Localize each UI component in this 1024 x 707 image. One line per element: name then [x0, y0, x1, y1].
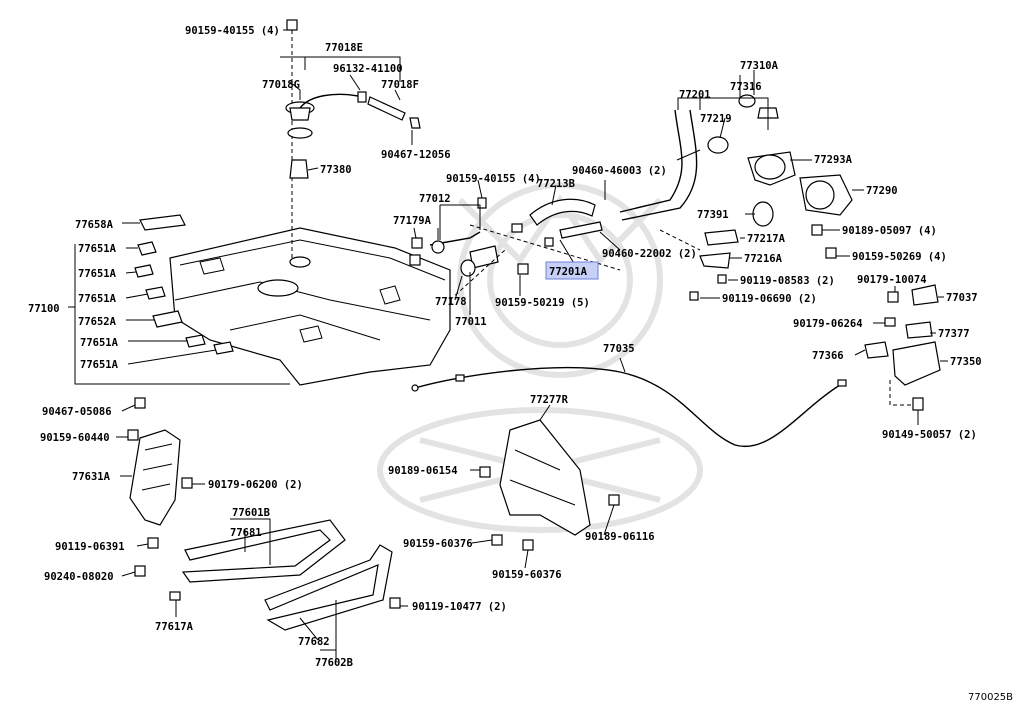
label-90119-10477[interactable]: 90119-10477 (2): [412, 601, 507, 613]
protector-77631A[interactable]: [127, 397, 193, 601]
label-90467-12056[interactable]: 90467-12056: [381, 149, 451, 161]
label-77216A[interactable]: 77216A: [744, 253, 783, 265]
label-77201A[interactable]: 77201A: [549, 266, 588, 278]
part-labels: 90159-40155 (4) 77018E 96132-41100 77018…: [28, 25, 1013, 703]
diagram-reference-id: 770025B: [968, 692, 1013, 703]
label-90149-50057[interactable]: 90149-50057 (2): [882, 429, 977, 441]
fuel-inlet-hose-77213B[interactable]: [529, 198, 596, 226]
label-77201[interactable]: 77201: [679, 89, 711, 101]
opener-cable-77035[interactable]: [411, 366, 847, 448]
filler-neck-77290[interactable]: [747, 151, 853, 259]
label-77681[interactable]: 77681: [230, 527, 262, 539]
label-77631A[interactable]: 77631A: [72, 471, 111, 483]
label-90159-50269[interactable]: 90159-50269 (4): [852, 251, 947, 263]
label-77310A[interactable]: 77310A: [740, 60, 779, 72]
label-77011[interactable]: 77011: [455, 316, 487, 328]
label-90189-06116[interactable]: 90189-06116: [585, 531, 655, 543]
tank-pads[interactable]: [134, 214, 234, 355]
label-90189-05097[interactable]: 90189-05097 (4): [842, 225, 937, 237]
label-90159-60440[interactable]: 90159-60440: [40, 432, 110, 444]
label-77602B[interactable]: 77602B: [315, 657, 353, 669]
label-90119-06391[interactable]: 90119-06391: [55, 541, 125, 553]
label-77682[interactable]: 77682: [298, 636, 330, 648]
label-90179-06200[interactable]: 90179-06200 (2): [208, 479, 303, 491]
label-77018E[interactable]: 77018E: [325, 42, 363, 54]
label-90460-46003[interactable]: 90460-46003 (2): [572, 165, 667, 177]
label-77037[interactable]: 77037: [946, 292, 978, 304]
label-77601B[interactable]: 77601B: [232, 507, 270, 519]
label-77391[interactable]: 77391: [697, 209, 729, 221]
brackets-77216A[interactable]: [659, 229, 739, 301]
tank-band-77602B[interactable]: [264, 544, 401, 631]
label-77178[interactable]: 77178: [435, 296, 467, 308]
label-77377[interactable]: 77377: [938, 328, 970, 340]
label-77277R[interactable]: 77277R: [530, 394, 569, 406]
label-77380[interactable]: 77380: [320, 164, 352, 176]
label-77100[interactable]: 77100: [28, 303, 60, 315]
label-77651A-4[interactable]: 77651A: [80, 337, 119, 349]
label-77316[interactable]: 77316: [730, 81, 762, 93]
label-77035[interactable]: 77035: [603, 343, 635, 355]
label-77658A[interactable]: 77658A: [75, 219, 114, 231]
label-77617A[interactable]: 77617A: [155, 621, 194, 633]
label-77350[interactable]: 77350: [950, 356, 982, 368]
label-90159-40155-a[interactable]: 90159-40155 (4): [185, 25, 280, 37]
label-77179A[interactable]: 77179A: [393, 215, 432, 227]
label-77219[interactable]: 77219: [700, 113, 732, 125]
label-90159-60376-a[interactable]: 90159-60376: [403, 538, 473, 550]
label-77651A-5[interactable]: 77651A: [80, 359, 119, 371]
label-77651A-3[interactable]: 77651A: [78, 293, 117, 305]
label-77217A[interactable]: 77217A: [747, 233, 786, 245]
fuel-pump-assembly[interactable]: [285, 19, 421, 260]
label-77651A-1[interactable]: 77651A: [78, 243, 117, 255]
label-77290[interactable]: 77290: [866, 185, 898, 197]
label-77213B[interactable]: 77213B: [537, 178, 575, 190]
label-90467-05086[interactable]: 90467-05086: [42, 406, 112, 418]
tank-band-77601B[interactable]: [181, 519, 346, 583]
label-90159-60376-b[interactable]: 90159-60376: [492, 569, 562, 581]
leader-lines: [68, 29, 948, 662]
label-77652A[interactable]: 77652A: [78, 316, 117, 328]
label-77018F[interactable]: 77018F: [381, 79, 419, 91]
fuel-tank-77100[interactable]: [169, 227, 451, 386]
breather-hose-77201A[interactable]: [559, 221, 603, 239]
label-77293A[interactable]: 77293A: [814, 154, 853, 166]
protector-77277R[interactable]: [479, 419, 620, 551]
label-90179-10074[interactable]: 90179-10074: [857, 274, 927, 286]
label-77012[interactable]: 77012: [419, 193, 451, 205]
label-77366[interactable]: 77366: [812, 350, 844, 362]
label-90119-08583[interactable]: 90119-08583 (2): [740, 275, 835, 287]
label-77651A-2[interactable]: 77651A: [78, 268, 117, 280]
label-90159-50219[interactable]: 90159-50219 (5): [495, 297, 590, 309]
label-90189-06154[interactable]: 90189-06154: [388, 465, 458, 477]
highlight-box-77201A: [545, 261, 599, 280]
label-90119-06690[interactable]: 90119-06690 (2): [722, 293, 817, 305]
label-90460-22002[interactable]: 90460-22002 (2): [602, 248, 697, 260]
label-90240-08020[interactable]: 90240-08020: [44, 571, 114, 583]
label-90179-06264[interactable]: 90179-06264: [793, 318, 863, 330]
label-77018G[interactable]: 77018G: [262, 79, 300, 91]
label-96132-41100[interactable]: 96132-41100: [333, 63, 403, 75]
breather-tube-77012[interactable]: [409, 197, 621, 301]
fuel-lid-77350[interactable]: [864, 284, 941, 411]
label-90159-40155-b[interactable]: 90159-40155 (4): [446, 173, 541, 185]
